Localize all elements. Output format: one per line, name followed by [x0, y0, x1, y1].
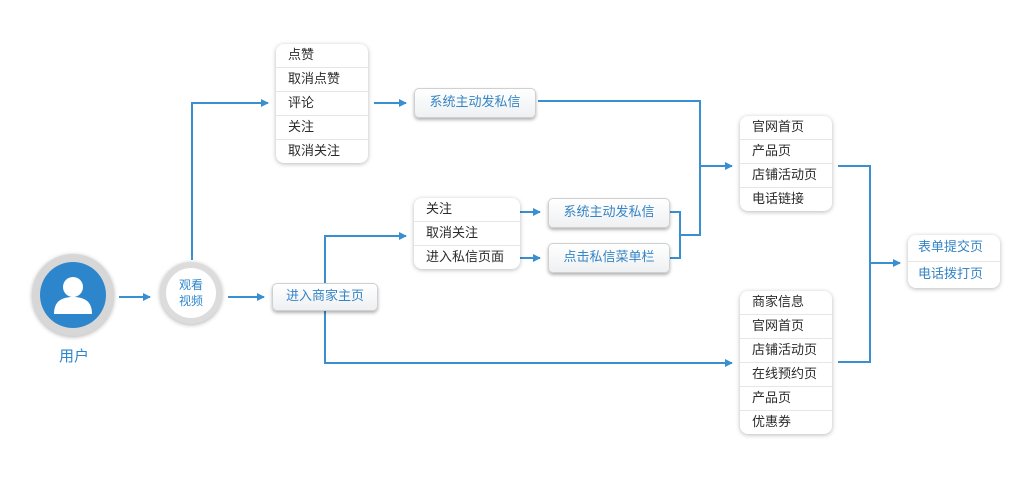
result-menu: 表单提交页 电话拨打页	[908, 235, 1000, 288]
user-label: 用户	[58, 347, 89, 365]
interaction-menu: 点赞 取消点赞 评论 关注 取消关注	[276, 44, 368, 163]
menu-item: 产品页	[740, 140, 832, 164]
watch-video-node: 观看 视频	[160, 262, 222, 324]
system-message-mid: 系统主动发私信	[548, 198, 670, 228]
menu-item: 店铺活动页	[740, 164, 832, 188]
watch-label-line1: 观看	[178, 278, 203, 292]
menu-item: 在线预约页	[740, 363, 832, 387]
menu-item: 电话链接	[752, 192, 805, 207]
menu-item: 进入私信页面	[426, 250, 505, 265]
merchant-menu: 商家信息 官网首页 店铺活动页 在线预约页 产品页 优惠券	[740, 291, 832, 434]
menu-item: 关注	[414, 198, 520, 222]
menu-item: 商家信息	[740, 291, 832, 315]
home-menu: 关注 取消关注 进入私信页面	[414, 198, 520, 269]
user-avatar	[32, 254, 114, 336]
watch-label-line2: 视频	[178, 294, 203, 308]
menu-item: 取消关注	[414, 222, 520, 246]
menu-item: 评论	[276, 92, 368, 116]
menu-item: 官网首页	[740, 116, 832, 140]
click-message-menu: 点击私信菜单栏	[548, 243, 670, 273]
menu-item: 店铺活动页	[740, 339, 832, 363]
menu-item: 取消点赞	[276, 68, 368, 92]
menu-item: 产品页	[740, 387, 832, 411]
user-avatar-icon	[54, 277, 92, 314]
menu-item: 电话拨打页	[918, 267, 984, 282]
menu-item: 关注	[276, 116, 368, 140]
menu-item: 官网首页	[740, 315, 832, 339]
system-message-top: 系统主动发私信	[414, 88, 536, 118]
menu-item: 点赞	[276, 44, 368, 68]
menu-item: 取消关注	[288, 144, 341, 159]
site-menu: 官网首页 产品页 店铺活动页 电话链接	[740, 116, 832, 211]
enter-merchant-home: 进入商家主页	[272, 283, 378, 311]
menu-item: 表单提交页	[908, 235, 1000, 262]
menu-item: 优惠券	[752, 415, 792, 430]
